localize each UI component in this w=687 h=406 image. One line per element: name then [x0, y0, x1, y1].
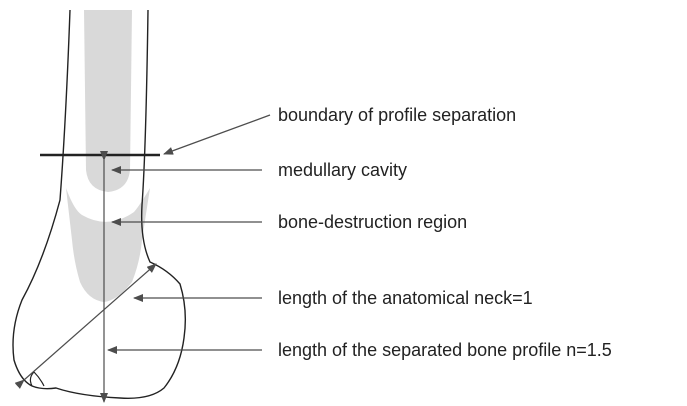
bone-notch — [30, 372, 44, 386]
boundary-label: boundary of profile separation — [278, 105, 516, 125]
neck-label: length of the anatomical neck=1 — [278, 288, 533, 308]
bone-outline-left — [13, 10, 70, 386]
destruction-label: bone-destruction region — [278, 212, 467, 232]
medullary-cavity-shape — [84, 10, 132, 192]
bone-destruction-shape — [66, 188, 150, 302]
boundary-leader-arrow — [164, 115, 270, 154]
profile-label: length of the separated bone profile n=1… — [278, 340, 612, 360]
medullary-label: medullary cavity — [278, 160, 407, 180]
